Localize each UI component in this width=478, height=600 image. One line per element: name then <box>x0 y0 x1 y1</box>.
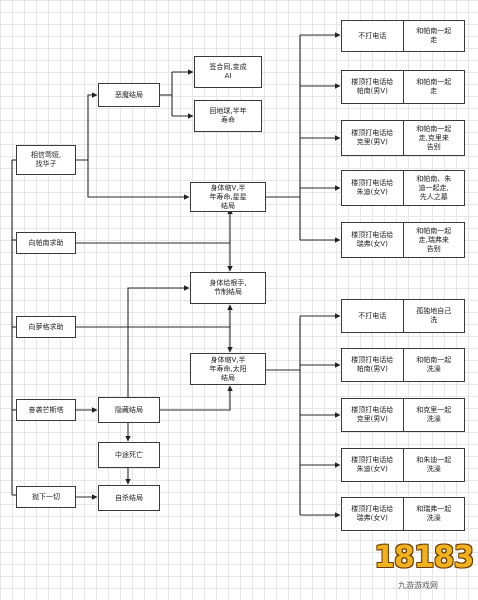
sun-outcome-row: 楼顶打电话给 朱迪(女V) 和朱迪一起 洗澡 <box>341 448 465 482</box>
choice-give-up-node: 抛下一切 <box>16 486 76 508</box>
outcome-result: 和帕南一起 洗澡 <box>416 356 452 373</box>
outcome-result: 和帕南一起 走 <box>416 78 452 95</box>
outcome-action: 楼顶打电话给 瑞弗(女V) <box>342 498 404 530</box>
choice-ask-rogue-node: 向萝格求助 <box>16 316 76 338</box>
devil-result-contract-node: 签合同,变成 AI <box>194 56 262 88</box>
control-ending-node: 身体给根手, 节制结局 <box>190 272 266 304</box>
outcome-result: 孤独地自己 洗 <box>416 307 452 324</box>
outcome-action: 不打电话 <box>342 300 404 332</box>
outcome-result: 和帕南一起 走,瑞弗来 告别 <box>416 226 452 253</box>
sun-outcome-row: 楼顶打电话给 瑞弗(女V) 和瑞弗一起 洗澡 <box>341 497 465 531</box>
star-outcome-row: 楼顶打电话给 瑞弗(女V) 和帕南一起 走,瑞弗来 告别 <box>341 222 465 258</box>
logo-number: 18183 <box>374 540 474 575</box>
outcome-action: 楼顶打电话给 朱迪(女V) <box>342 449 404 481</box>
outcome-action: 楼顶打电话给 帕南(男V) <box>342 349 404 381</box>
sun-ending-node: 身体缩V,半 年寿命,太阳 结局 <box>190 353 266 385</box>
outcome-action: 楼顶打电话给 瑞弗(女V) <box>342 223 404 257</box>
devil-result-earth-node: 回地球,半年 寿命 <box>194 100 262 132</box>
site-logo: 18183 九游游戏网 <box>368 540 476 596</box>
outcome-action: 楼顶打电话给 帕南(男V) <box>342 71 404 103</box>
choice-raid-node: 奋袭芒斯塔 <box>16 399 76 421</box>
star-outcome-row: 楼顶打电话给 克里(男V) 和帕南一起 走,克里来 告别 <box>341 120 465 156</box>
outcome-result: 和朱迪一起 洗澡 <box>416 456 452 473</box>
choice-ask-panam-node: 向帕南求助 <box>16 232 76 254</box>
star-outcome-row: 不打电话 和帕南一起 走 <box>341 20 465 52</box>
outcome-result: 和帕南一起 走 <box>416 27 452 44</box>
outcome-result: 和帕南一起 走,克里来 告别 <box>416 124 452 151</box>
die-midway-node: 中途死亡 <box>98 442 160 468</box>
outcome-action: 楼顶打电话给 朱迪(女V) <box>342 171 404 205</box>
star-outcome-row: 楼顶打电话给 帕南(男V) 和帕南一起 走 <box>341 70 465 104</box>
star-outcome-row: 楼顶打电话给 朱迪(女V) 和帕南、朱 迪一起走, 先人之墓 <box>341 170 465 206</box>
outcome-action: 楼顶打电话给 克里(男V) <box>342 399 404 431</box>
devil-ending-node: 恶魔结局 <box>98 83 160 107</box>
outcome-action: 楼顶打电话给 克里(男V) <box>342 121 404 155</box>
choice-believe-node: 相信莺娅, 找华子 <box>16 145 76 175</box>
outcome-result: 和帕南、朱 迪一起走, 先人之墓 <box>416 174 452 201</box>
self-kill-ending-node: 自杀结局 <box>98 485 160 511</box>
sun-outcome-row: 楼顶打电话给 帕南(男V) 和帕南一起 洗澡 <box>341 348 465 382</box>
hidden-ending-node: 隐藏结局 <box>98 397 160 423</box>
sun-outcome-row: 不打电话 孤独地自己 洗 <box>341 299 465 333</box>
outcome-result: 和克里一起 洗澡 <box>416 406 452 423</box>
sun-outcome-row: 楼顶打电话给 克里(男V) 和克里一起 洗澡 <box>341 398 465 432</box>
outcome-result: 和瑞弗一起 洗澡 <box>416 505 452 522</box>
logo-caption: 九游游戏网 <box>398 581 438 590</box>
outcome-action: 不打电话 <box>342 21 404 51</box>
star-ending-node: 身体缩V,半 年寿命,星星 结局 <box>190 182 266 212</box>
